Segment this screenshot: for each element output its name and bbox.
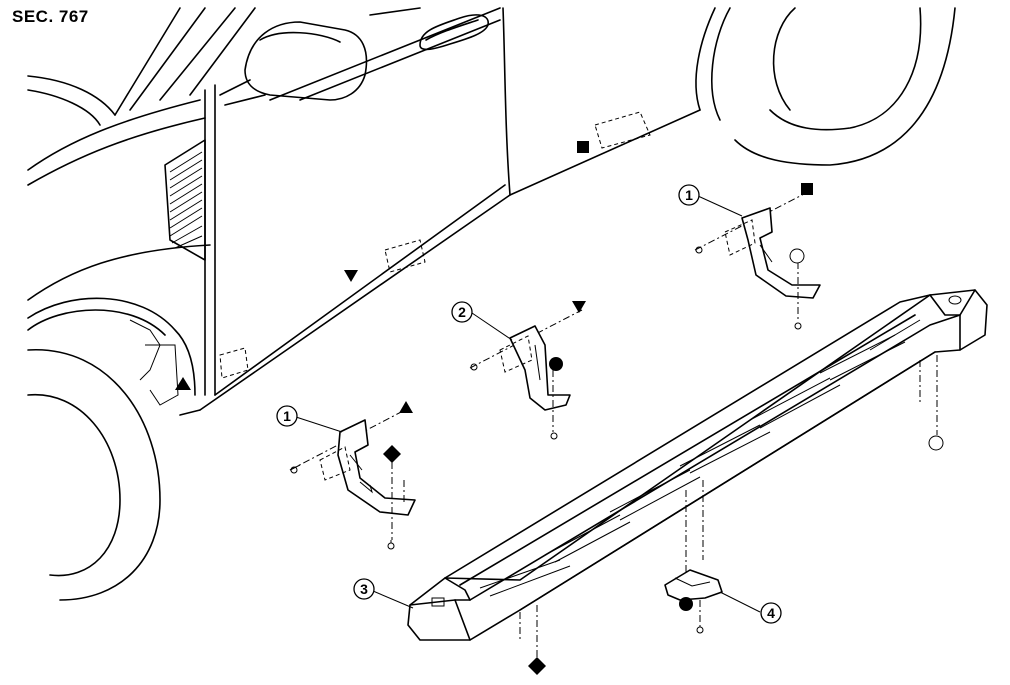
body-mount-markers xyxy=(175,141,589,390)
side-mirror xyxy=(219,21,368,106)
step-treads xyxy=(479,319,921,597)
diamond-marker xyxy=(383,445,401,463)
callout-number: 1 xyxy=(685,187,693,203)
running-board xyxy=(407,289,988,675)
callout-1-front: 1 xyxy=(276,405,343,433)
bracket-small xyxy=(664,569,723,634)
open-circle-marker xyxy=(789,248,805,264)
square-marker xyxy=(801,183,813,195)
triangle-down-marker xyxy=(572,301,586,313)
bracket-center xyxy=(469,301,586,440)
callout-number: 1 xyxy=(283,408,291,424)
triangle-down-marker xyxy=(344,270,358,282)
diamond-marker xyxy=(528,657,546,675)
door-handle xyxy=(419,14,489,51)
square-marker xyxy=(577,141,589,153)
callout-number: 4 xyxy=(767,605,775,621)
open-circle-marker xyxy=(928,435,944,451)
bracket-rear xyxy=(694,183,821,330)
vehicle-body xyxy=(27,7,956,601)
triangle-up-marker xyxy=(175,377,191,390)
triangle-up-marker xyxy=(399,401,413,413)
section-label: SEC. 767 xyxy=(12,7,89,26)
callout-3-step-board: 3 xyxy=(353,578,414,609)
side-vent-grille xyxy=(169,151,203,249)
callout-number: 2 xyxy=(458,304,466,320)
filled-circle-marker xyxy=(549,357,563,371)
filled-circle-marker xyxy=(679,597,693,611)
callout-number: 3 xyxy=(360,581,368,597)
callout-2-center: 2 xyxy=(451,301,513,341)
callout-4-bracket: 4 xyxy=(719,591,782,624)
callout-1-rear: 1 xyxy=(678,184,743,217)
bracket-front xyxy=(289,401,416,550)
